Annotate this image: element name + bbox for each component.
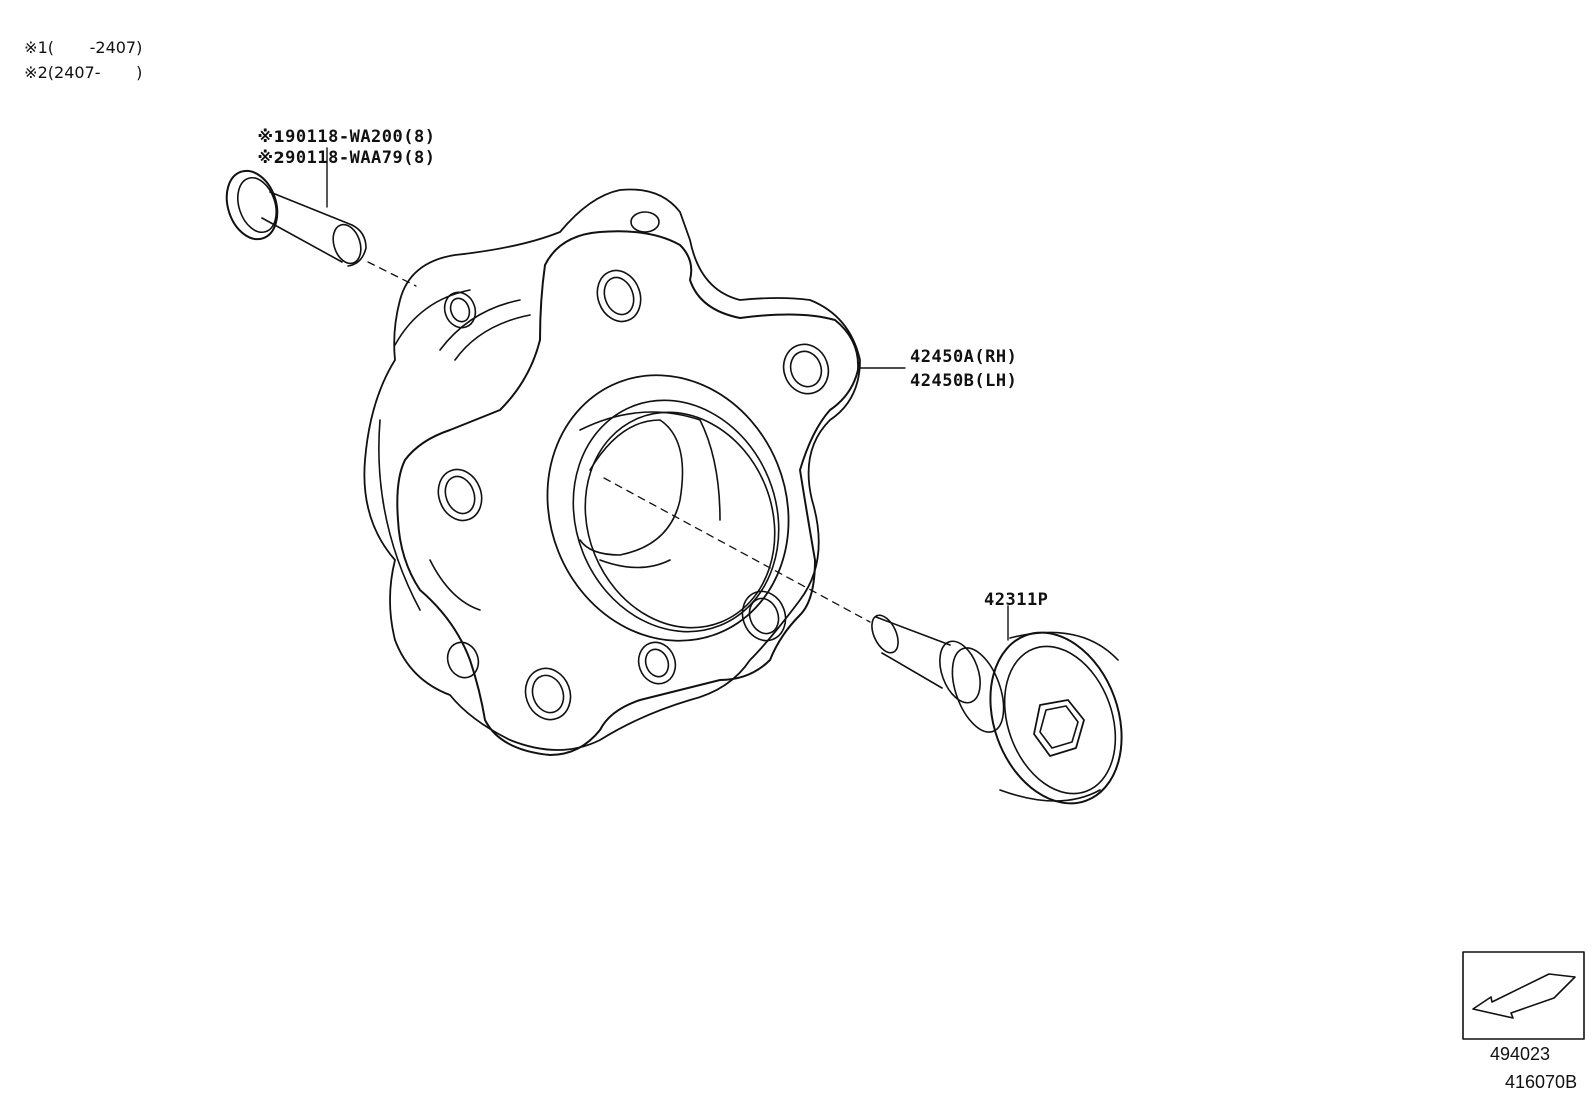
hub-callout-rh: 42450A(RH) <box>910 347 1018 367</box>
note-1-mark: ※1 <box>24 38 48 57</box>
hub-bolt-drawing <box>225 147 417 287</box>
hub-assembly-drawing <box>363 188 906 756</box>
bolt-callout-1: ※190118-WA200(8) <box>236 107 435 147</box>
direction-box <box>1462 951 1585 1040</box>
bolt-callout-1-part: 90118-WA200(8) <box>285 127 436 147</box>
nut-callout: 42311P <box>984 590 1049 610</box>
note-2: ※2(2407- ) <box>14 43 142 83</box>
figure-code: 416070B <box>1505 1072 1578 1092</box>
note-1: ※1( -2407) <box>14 18 142 58</box>
hub-callout-lh: 42450B(LH) <box>910 371 1018 391</box>
note-1-text: ( -2407) <box>47 38 143 57</box>
direction-code: 494023 <box>1490 1044 1551 1064</box>
bolt-callout-2: ※290118-WAA79(8) <box>236 128 435 168</box>
arrow-icon <box>1472 973 1576 1019</box>
axle-nut-drawing <box>871 605 1123 805</box>
bolt-callout-2-part: 90118-WAA79(8) <box>285 148 436 168</box>
note-2-mark: ※2 <box>24 63 48 82</box>
bolt-callout-1-mark: ※1 <box>257 127 286 146</box>
bolt-callout-2-mark: ※2 <box>257 148 286 167</box>
note-2-text: (2407- ) <box>47 63 143 82</box>
